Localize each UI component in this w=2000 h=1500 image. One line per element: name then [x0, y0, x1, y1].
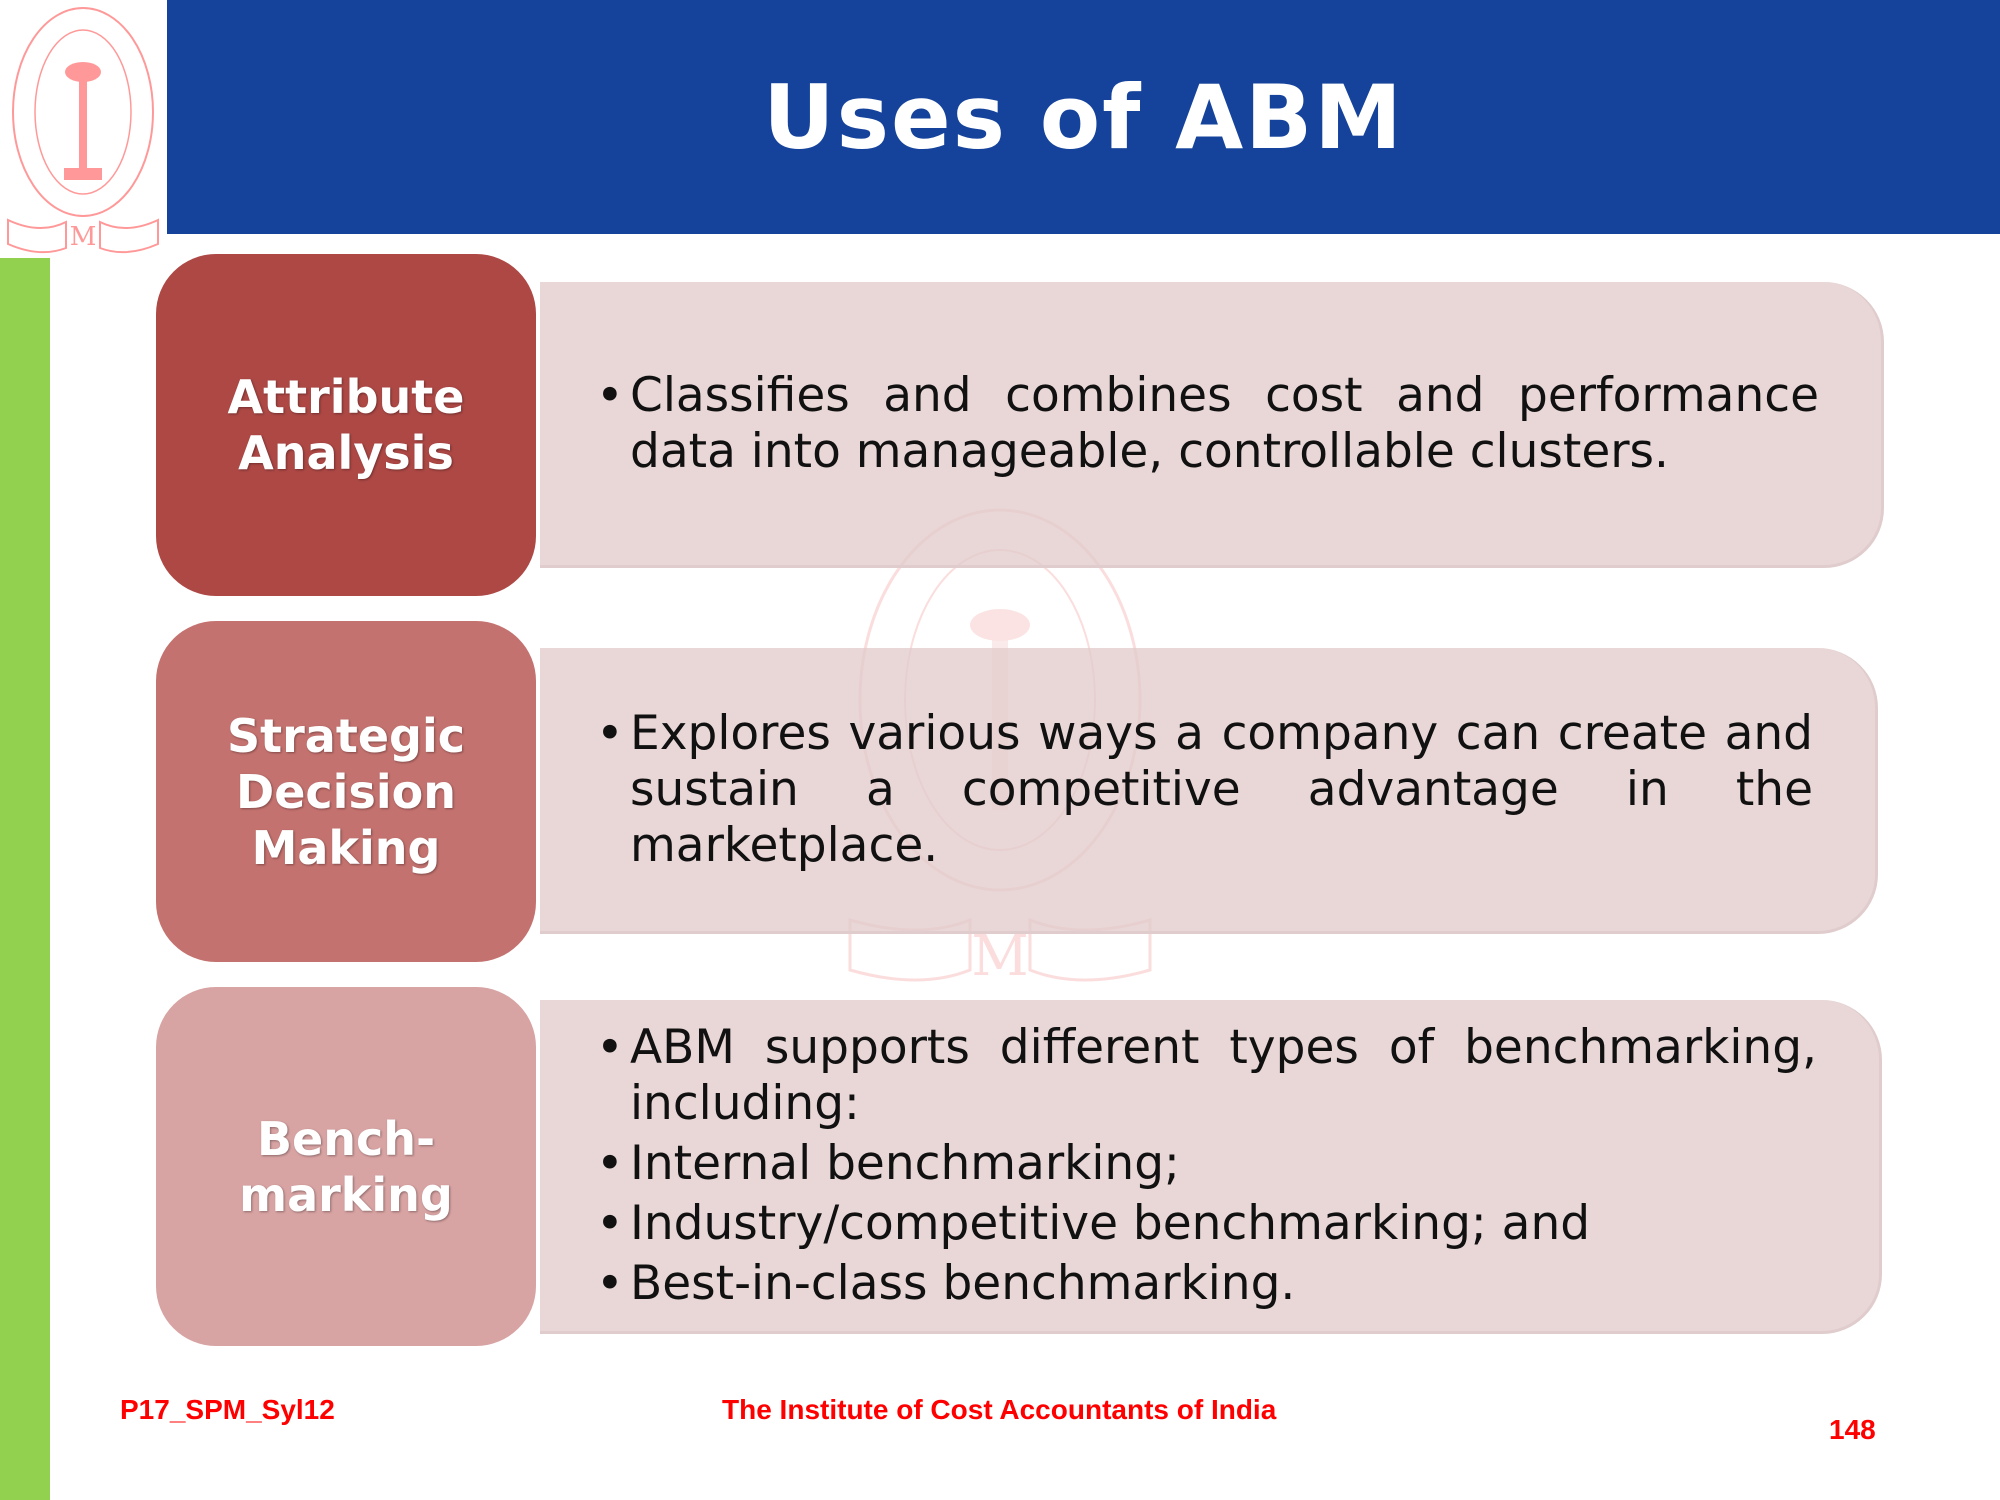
page-title: Uses of ABM — [763, 65, 1404, 169]
title-bar: Uses of ABM — [167, 0, 2000, 234]
svg-text:M: M — [971, 924, 1028, 989]
bullet: Best-in-class benchmarking. — [596, 1256, 1817, 1312]
bullet: Internal benchmarking; — [596, 1136, 1817, 1192]
side-accent-bar — [0, 258, 50, 1500]
bullet: Industry/competitive benchmarking; and — [596, 1196, 1817, 1252]
bullet: Classifies and combines cost and perform… — [596, 368, 1819, 480]
row-attribute-analysis-label: Attribute Analysis — [156, 254, 536, 596]
row-attribute-analysis-panel: Classifies and combines cost and perform… — [540, 282, 1884, 568]
institute-logo: M — [0, 0, 166, 256]
bullet: ABM supports different types of benchmar… — [596, 1020, 1817, 1132]
row-benchmarking-label: Bench-marking — [156, 987, 536, 1346]
row-strategic-decision-panel: Explores various ways a company can crea… — [540, 648, 1878, 934]
footer-code: P17_SPM_Syl12 — [120, 1394, 335, 1425]
row-benchmarking-panel: ABM supports different types of benchmar… — [540, 1000, 1882, 1334]
row-strategic-decision-label: Strategic Decision Making — [156, 621, 536, 962]
footer-institute: The Institute of Cost Accountants of Ind… — [722, 1394, 1277, 1425]
page-number: 148 — [1829, 1414, 1876, 1445]
bullet: Explores various ways a company can crea… — [596, 706, 1813, 874]
svg-text:M: M — [70, 222, 97, 252]
